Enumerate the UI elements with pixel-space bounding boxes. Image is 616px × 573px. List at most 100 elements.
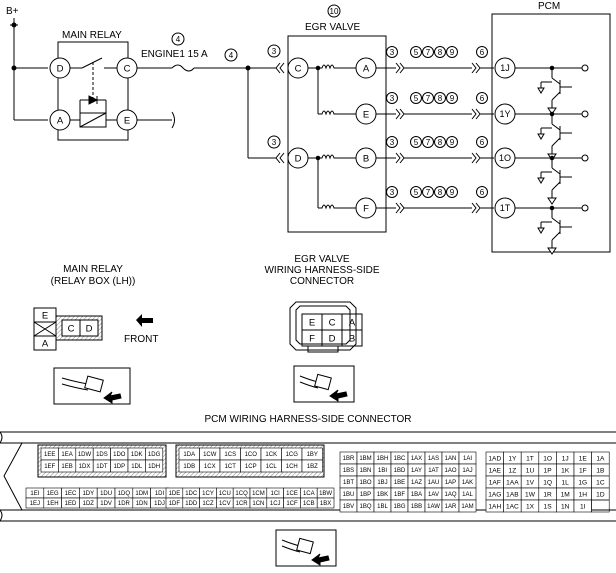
egr-connector-title: EGR VALVE <box>294 254 350 265</box>
pcm-block1-top-label: 1DT <box>96 464 108 470</box>
wire-note-text: 7 <box>426 48 431 57</box>
pcm-block4-label: 1O <box>543 455 552 462</box>
pcm-block1-bottom-label: 1DZ <box>83 501 95 507</box>
wire-note-text: 8 <box>438 94 443 103</box>
pcm-block2-top-label: 1CX <box>204 464 216 470</box>
wire-note-circle <box>422 136 434 148</box>
wire-note-text: 5 <box>414 94 419 103</box>
pcm-block1-bottom-label: 1EJ <box>30 501 40 507</box>
egr-cell-e: E <box>309 318 315 329</box>
pcm-block1-bottom-label: 1DI <box>155 491 165 497</box>
pcm-block3-label: 1AU <box>428 480 440 486</box>
pcm-block1-top-label: 1DO <box>113 452 126 458</box>
pcm-block3-label: 1BB <box>411 504 422 510</box>
pcm-block2-bottom-label: 1CZ <box>202 501 214 507</box>
wire-note-text: 9 <box>450 188 455 197</box>
wire-note-3-top: 3 <box>272 47 277 56</box>
egr-note-circle <box>327 4 341 18</box>
wire-note-circle <box>410 186 422 198</box>
wire-note-text: 3 <box>390 48 395 57</box>
pcm-terminal-1j: 1J <box>500 63 510 73</box>
pcm-block3-label: 1BL <box>377 504 388 510</box>
wire-note-circle <box>434 46 446 58</box>
relay-connector-view: MAIN RELAY (RELAY BOX (LH)) E C D A FRON… <box>33 264 158 405</box>
egr-terminal-e: E <box>363 110 369 121</box>
wire-note-text: 6 <box>480 48 485 57</box>
wire-note-circle <box>422 92 434 104</box>
pcm-block3-label: 1BO <box>359 480 371 486</box>
egr-cell-c: C <box>329 318 336 329</box>
battery-supply <box>10 18 48 121</box>
pcm-block4-label: 1AE <box>489 467 502 474</box>
pcm-block3-label: 1BR <box>343 456 355 462</box>
pcm-driver-transistor <box>515 154 589 205</box>
wire-note-circle <box>410 136 422 148</box>
pcm-block2-top-label: 1CW <box>203 452 217 458</box>
pcm-block4-label: 1AC <box>506 503 519 510</box>
pcm-block2-bottom-label: 1BW <box>319 491 332 497</box>
front-label: FRONT <box>124 334 158 345</box>
wire-note-text: 8 <box>438 138 443 147</box>
egr-connector-subtitle-2: CONNECTOR <box>290 276 354 287</box>
wire-note-text: 3 <box>390 138 395 147</box>
pcm-block1-top-label: 1EF <box>44 464 55 470</box>
pcm-block3-label: 1AT <box>428 468 439 474</box>
pcm-block4-label: 1L <box>562 479 570 486</box>
pcm-block4-label: 1A <box>596 455 605 462</box>
pcm-block4-label: 1AG <box>488 491 501 498</box>
relay-terminal-d: D <box>57 64 64 75</box>
egr-terminal-f: F <box>363 204 369 215</box>
relay-cell-e: E <box>42 311 48 322</box>
pcm-block4-label: 1I <box>580 503 586 510</box>
egr-pcm-wires <box>376 62 494 214</box>
pcm-block2-bottom-label: 1CQ <box>235 491 248 497</box>
pcm-block1-top-label: 1DW <box>78 452 92 458</box>
pcm-block1-bottom-label: 1ED <box>65 501 77 507</box>
pcm-block2-top-label: 1CH <box>286 464 298 470</box>
pcm-block4-label: 1U <box>526 467 535 474</box>
pcm-block3-label: 1BI <box>378 468 387 474</box>
pcm-block4-label: 1E <box>579 455 588 462</box>
pcm-driver-transistor <box>515 64 589 115</box>
pcm-block4-label: 1V <box>526 479 535 486</box>
pcm-block4-label: 1H <box>579 491 588 498</box>
pcm-block3-label: 1BG <box>393 504 405 510</box>
pcm-block3-label: 1BD <box>394 468 406 474</box>
pcm-block3-label: 1AY <box>411 468 422 474</box>
relay-cell-c: C <box>68 324 75 335</box>
fuse-label: ENGINE1 15 A <box>141 49 208 60</box>
pcm-block2-bottom-label: 1CE <box>286 491 298 497</box>
pcm-block4-label: 1S <box>544 503 553 510</box>
pcm-block1-top-label: 1DK <box>131 452 143 458</box>
relay-terminal-a: A <box>57 116 64 127</box>
wire-note-text: 7 <box>426 138 431 147</box>
wire-note-circle <box>410 92 422 104</box>
wire-note-circle <box>476 46 488 58</box>
egr-valve <box>287 35 387 233</box>
pcm-block3-label: 1BT <box>343 480 354 486</box>
pcm-block2-bottom-label: 1BX <box>320 501 331 507</box>
pcm-block4-label: 1W <box>525 491 536 498</box>
pcm-block2-top-label: 1BY <box>307 452 318 458</box>
pcm-block2-bottom-label: 1DC <box>185 491 198 497</box>
pcm-block3-cell <box>458 499 477 513</box>
pcm-block4-label: 1J <box>562 455 569 462</box>
fuse-note: 4 <box>176 35 181 44</box>
pcm-block4-label: 1X <box>526 503 535 510</box>
pcm-block1-bottom-label: 1DJ <box>154 501 165 507</box>
egr-cell-f: F <box>309 334 315 345</box>
relay-connector-title: MAIN RELAY <box>63 264 123 275</box>
pcm-block1-top-label: 1DS <box>96 452 108 458</box>
egr-terminal-b: B <box>363 154 369 165</box>
pcm-block2-top-label: 1BZ <box>307 464 318 470</box>
pcm-drivers <box>515 64 589 255</box>
wire-note-circle <box>224 48 238 62</box>
pcm-block4-label: 1AB <box>506 491 519 498</box>
wire-note-circle <box>476 92 488 104</box>
pcm-block1-bottom-label: 1DM <box>135 491 148 497</box>
wire-note-text: 6 <box>480 188 485 197</box>
egr-terminal-a: A <box>363 64 370 75</box>
pcm-block1-top-label: 1EA <box>61 452 72 458</box>
pcm-block2-bottom-cell <box>316 497 335 509</box>
